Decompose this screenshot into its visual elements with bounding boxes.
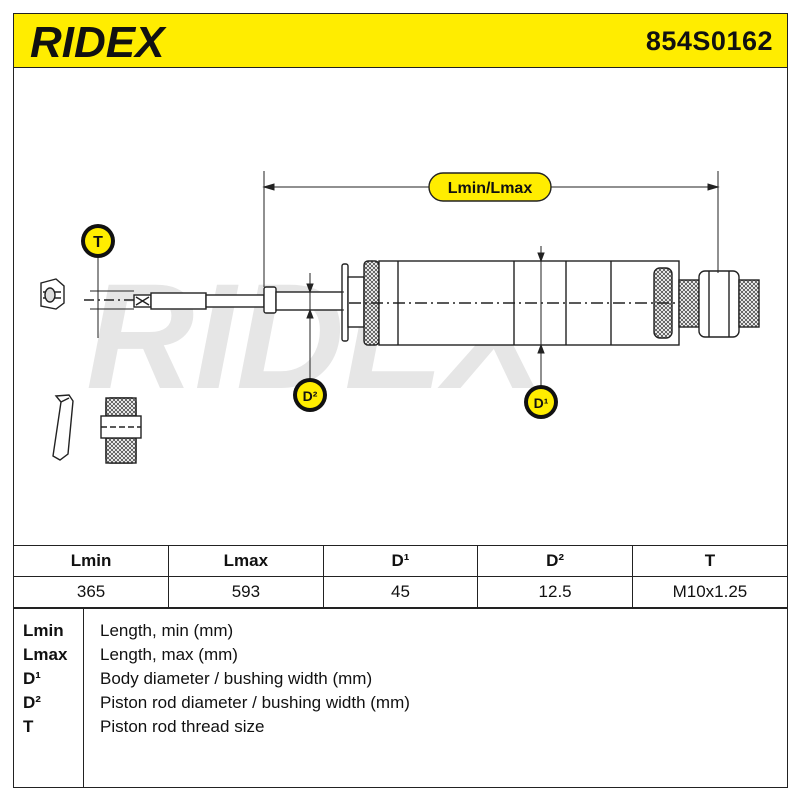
label-d1: D¹ <box>524 385 558 419</box>
legend-abbr: D¹ <box>23 669 41 688</box>
spec-value-d2: 12.5 <box>477 576 633 608</box>
label-t: T <box>81 224 115 258</box>
legend-desc: Length, max (mm) <box>100 645 238 664</box>
shock-absorber-drawing: RIDEX <box>40 171 760 464</box>
legend-desc: Body diameter / bushing width (mm) <box>100 669 373 688</box>
legend-row-d1: D¹ Body diameter / bushing width (mm) <box>14 669 787 693</box>
spec-value-lmin: 365 <box>14 576 170 608</box>
spec-value-lmax: 593 <box>168 576 324 608</box>
spec-header-d1: D¹ <box>322 545 479 577</box>
spec-value-d1: 45 <box>322 576 479 608</box>
dimension-t <box>90 258 134 338</box>
legend-row-lmin: Lmin Length, min (mm) <box>14 621 787 645</box>
legend-row-lmax: Lmax Length, max (mm) <box>14 645 787 669</box>
legend-abbr: T <box>23 717 34 736</box>
legend-desc: Piston rod thread size <box>100 717 265 736</box>
piston-rod <box>84 286 349 314</box>
shock-body <box>341 260 759 346</box>
spec-header-lmin: Lmin <box>14 545 170 577</box>
datasheet-frame: RIDEX 854S0162 RIDEX <box>13 13 788 788</box>
logo-text: RIDEX <box>30 22 167 62</box>
dimension-d2 <box>296 273 344 386</box>
bushing-icon <box>100 397 142 464</box>
washer-icon <box>52 394 74 461</box>
part-number: 854S0162 <box>645 26 773 56</box>
nut-icon <box>40 278 65 310</box>
legend-row-t: T Piston rod thread size <box>14 717 787 741</box>
spec-value-t: M10x1.25 <box>631 576 787 608</box>
dimension-d1 <box>537 246 545 388</box>
label-d2: D² <box>293 378 327 412</box>
eye-mount <box>678 270 760 338</box>
spec-value-row: 365 593 45 12.5 M10x1.25 <box>14 576 787 608</box>
legend-desc: Piston rod diameter / bushing width (mm) <box>100 693 410 712</box>
label-lmin-lmax: Lmin/Lmax <box>428 172 552 202</box>
ridex-logo: RIDEX <box>30 22 167 62</box>
label-t-text: T <box>93 234 103 251</box>
legend: Lmin Length, min (mm) Lmax Length, max (… <box>14 608 787 788</box>
spec-header-d2: D² <box>477 545 633 577</box>
legend-abbr: Lmin <box>23 621 64 640</box>
spec-table: Lmin Lmax D¹ D² T 365 593 45 12.5 M10x1.… <box>14 545 787 608</box>
header-bar: RIDEX 854S0162 <box>14 14 787 68</box>
legend-abbr: D² <box>23 693 41 712</box>
spec-header-row: Lmin Lmax D¹ D² T <box>14 545 787 577</box>
legend-abbr: Lmax <box>23 645 68 664</box>
legend-row-d2: D² Piston rod diameter / bushing width (… <box>14 693 787 717</box>
spec-header-lmax: Lmax <box>168 545 324 577</box>
legend-desc: Length, min (mm) <box>100 621 234 640</box>
label-d2-text: D² <box>303 388 318 404</box>
label-d1-text: D¹ <box>534 395 549 411</box>
spec-header-t: T <box>631 545 787 577</box>
label-lmin-lmax-text: Lmin/Lmax <box>448 180 533 197</box>
legend-divider <box>83 609 84 788</box>
